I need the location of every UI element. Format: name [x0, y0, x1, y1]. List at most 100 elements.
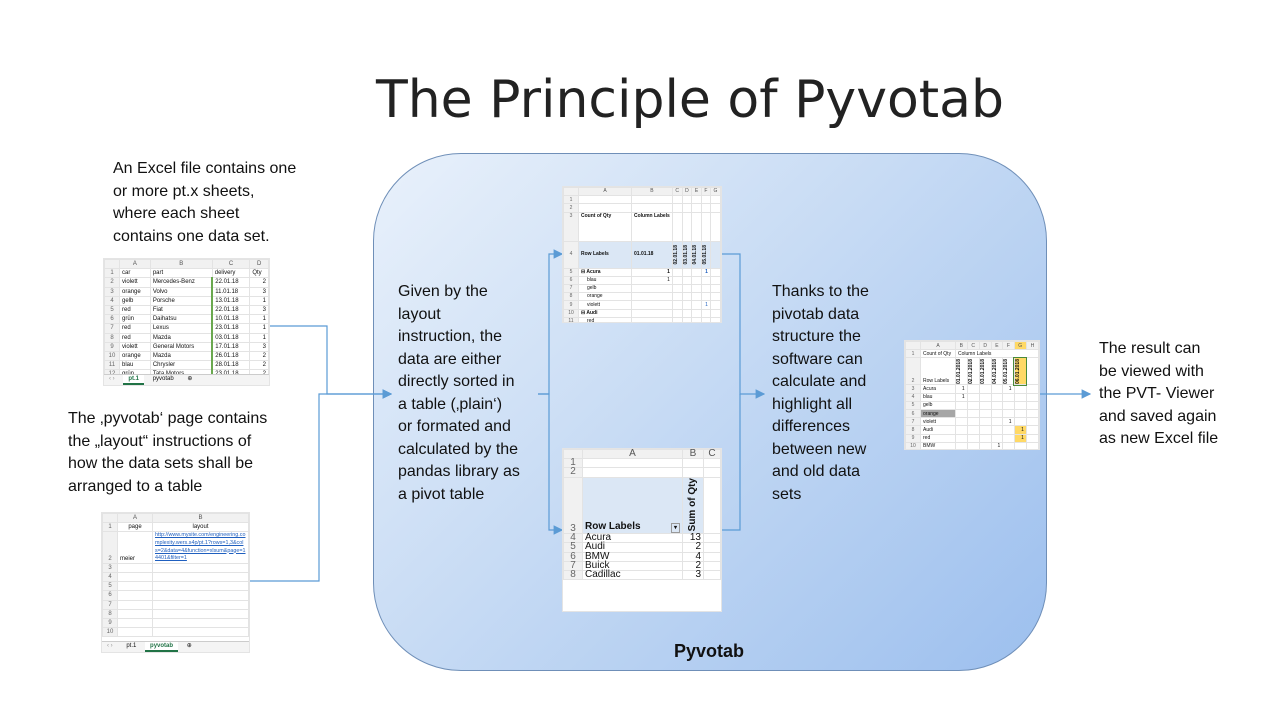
filter-dropdown-icon[interactable]: ▾ [670, 522, 680, 534]
row-number: 7 [905, 417, 921, 427]
text-line: sets [772, 485, 802, 503]
cell [700, 292, 711, 302]
cell: 2 [249, 277, 269, 288]
table-row: 9 [102, 617, 249, 629]
cell: 1 [955, 392, 968, 402]
row-number: 6 [102, 590, 118, 601]
cell [681, 275, 693, 285]
text-line: instruction, the [398, 328, 503, 345]
cell: violett [119, 341, 151, 353]
text-line: pandas library as [398, 463, 520, 480]
tab-pyvotab[interactable]: pyvotab [145, 642, 179, 652]
cell [681, 308, 693, 318]
column-header: E [691, 187, 702, 197]
tab-pyvotab[interactable]: pyvotab [152, 376, 174, 382]
cell [1025, 408, 1039, 419]
date-header: 02.01.2018 [967, 358, 974, 384]
tab-nav-arrow[interactable]: ‹ › [107, 643, 113, 649]
row-number: 8 [905, 425, 921, 435]
cell: 03.01.18 [211, 332, 251, 343]
tab-pt1[interactable]: pt.1 [123, 375, 145, 385]
row-number: 4 [102, 571, 118, 583]
cell [990, 433, 1004, 443]
tab-nav-arrow[interactable]: ‹ › [109, 376, 115, 382]
tab-pt1[interactable]: pt.1 [126, 643, 137, 649]
date-header: 03.01.18 [682, 244, 689, 265]
text-pyvotab-page: The ‚pyvotab‘ page contains the „layout“… [68, 408, 298, 498]
arrow-pt1-to-layout [268, 325, 393, 399]
cell [966, 400, 980, 410]
column-header: G [709, 187, 721, 197]
cell: car [119, 268, 151, 279]
cell [1025, 384, 1039, 394]
cell: 2 [249, 351, 269, 362]
text-line: between new [772, 440, 867, 458]
cell: gelb [920, 400, 956, 410]
table-row: 10 [102, 627, 249, 638]
row-number: 5 [102, 581, 118, 592]
column-header: D [249, 259, 269, 270]
row-number: 10 [905, 441, 921, 449]
pivot-result-grid: A B C D E F G H 1 Count of Qty Column La… [905, 341, 1039, 449]
cell: 3 [249, 341, 269, 353]
pyvotab-panel-label: Pyvotab [673, 641, 745, 661]
cell: 1 [1013, 433, 1027, 443]
cell: orange [119, 286, 151, 297]
cell: violett [920, 417, 956, 427]
add-sheet-icon[interactable]: ⊕ [187, 376, 193, 382]
cell [691, 300, 702, 310]
column-header-row: A B C D [104, 259, 269, 270]
table-row: 3 Count of Qty Column Labels [563, 211, 721, 242]
cell [709, 267, 721, 277]
row-number: 10 [104, 351, 120, 362]
layout-link[interactable]: http://www.mysite.com/engineering.comple… [152, 531, 249, 564]
column-header: H [1025, 341, 1039, 351]
cell: Volvo [149, 286, 213, 297]
cell [955, 400, 968, 410]
cell [671, 300, 683, 310]
cell: 1 [249, 323, 269, 334]
table-row: 1 Count of Qty Column Labels [905, 349, 1039, 359]
text-layout-instruction: Given by the layout instruction, the dat… [398, 281, 548, 506]
cell: 22.01.18 [211, 305, 251, 316]
cell: Mazda [149, 351, 213, 362]
text-line: software can [772, 350, 863, 368]
table-row: 2 Row Labels 01.01.2018 02.01.2018 03.01… [905, 356, 1039, 386]
cell [709, 300, 721, 310]
cell: gelb [119, 295, 151, 307]
column-header: B [955, 341, 968, 351]
cell: 1 [249, 332, 269, 343]
date-header: 04.01.18 [692, 244, 699, 265]
cell: 28.01.18 [211, 360, 251, 371]
column-header: A [578, 187, 632, 197]
text-line: or more pt.x sheets, [113, 182, 255, 200]
table-row: 3 Row Labels ▾ Sum of Qty [563, 476, 721, 535]
column-header: C [211, 259, 251, 270]
row-number: 9 [905, 433, 921, 443]
table-row: 2 meier http://www.mysite.com/engineerin… [102, 531, 249, 564]
add-sheet-icon[interactable]: ⊕ [186, 643, 192, 649]
cell: Mazda [149, 332, 213, 343]
cell [966, 408, 980, 419]
pivot-row-labels: Row Labels [585, 520, 641, 532]
cell [966, 433, 980, 443]
cell [681, 300, 693, 310]
corner-cell [102, 513, 118, 524]
column-header: F [1002, 341, 1015, 351]
column-header: F [700, 187, 711, 197]
cell [955, 408, 968, 419]
cell: red [920, 433, 956, 443]
cell: blau [920, 392, 956, 402]
text-line: the „layout“ instructions of [68, 432, 252, 450]
cell [955, 425, 968, 435]
corner-cell [104, 259, 120, 270]
cell: 26.01.18 [211, 351, 251, 362]
